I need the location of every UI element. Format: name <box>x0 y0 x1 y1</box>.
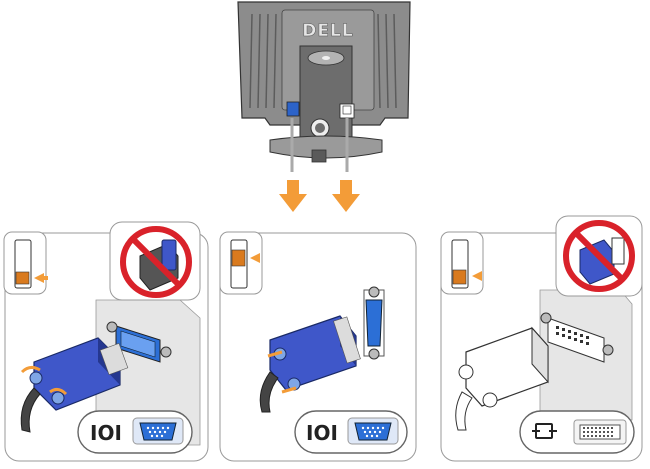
computer-tower-icon <box>4 232 48 294</box>
vga-port-icon <box>133 418 183 444</box>
monitor-back-view: DELL <box>238 2 410 172</box>
vga-port-icon <box>348 418 398 444</box>
port-label-pill <box>520 411 634 453</box>
digital-port-icon: IOI <box>90 421 122 445</box>
monitor-vga-port <box>287 102 299 116</box>
arrow-down-icon <box>279 180 307 212</box>
port-label-pill: IOI <box>295 411 407 453</box>
computer-tower-icon <box>220 232 262 294</box>
digital-port-icon: IOI <box>306 421 338 445</box>
prohibited-icon <box>110 222 200 300</box>
panel-vga-mid: IOI <box>220 232 416 461</box>
computer-tower-icon <box>441 232 483 294</box>
prohibited-icon <box>556 216 642 296</box>
panel-vga-left: IOI <box>4 222 208 461</box>
dvi-port-icon <box>574 420 626 444</box>
panel-dvi-right <box>441 216 642 461</box>
dell-logo: DELL <box>302 21 353 41</box>
port-label-pill: IOI <box>78 411 192 453</box>
arrow-down-icon <box>332 180 360 212</box>
